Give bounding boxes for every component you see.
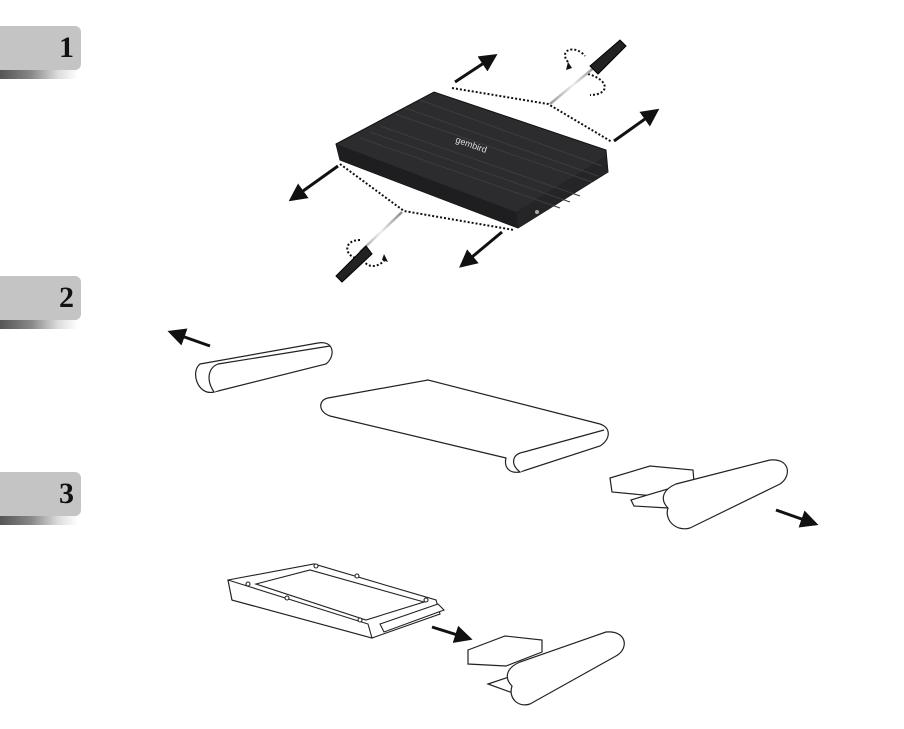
connector-end-cap	[467, 631, 625, 706]
end-cap-right-with-board	[609, 459, 788, 530]
screwdriver-bottom-icon	[335, 211, 403, 283]
screwdriver-top-icon	[549, 39, 627, 105]
step-3-box	[0, 472, 81, 516]
arrow-insert-drive	[431, 625, 473, 643]
end-cap-left	[195, 342, 333, 393]
step-1-number: 1	[59, 31, 74, 64]
step-2-badge: 2	[0, 276, 82, 329]
step-1-box	[0, 26, 81, 70]
step-2-number: 2	[59, 281, 74, 314]
step-2-shadow	[0, 320, 78, 329]
arrow-left-cap	[167, 328, 211, 348]
enclosure-dark: gembird	[335, 91, 609, 229]
step-2-box	[0, 276, 81, 320]
direction-arrows-step1	[288, 54, 660, 268]
enclosure-outline	[320, 379, 609, 473]
arrow-right-cap	[775, 508, 819, 528]
step-3-badge: 3	[0, 472, 82, 525]
step-1-badge: 1	[0, 26, 82, 79]
step-3-number: 3	[59, 477, 74, 510]
step-3-shadow	[0, 516, 78, 525]
hard-drive	[227, 563, 445, 639]
step-1-shadow	[0, 70, 78, 79]
